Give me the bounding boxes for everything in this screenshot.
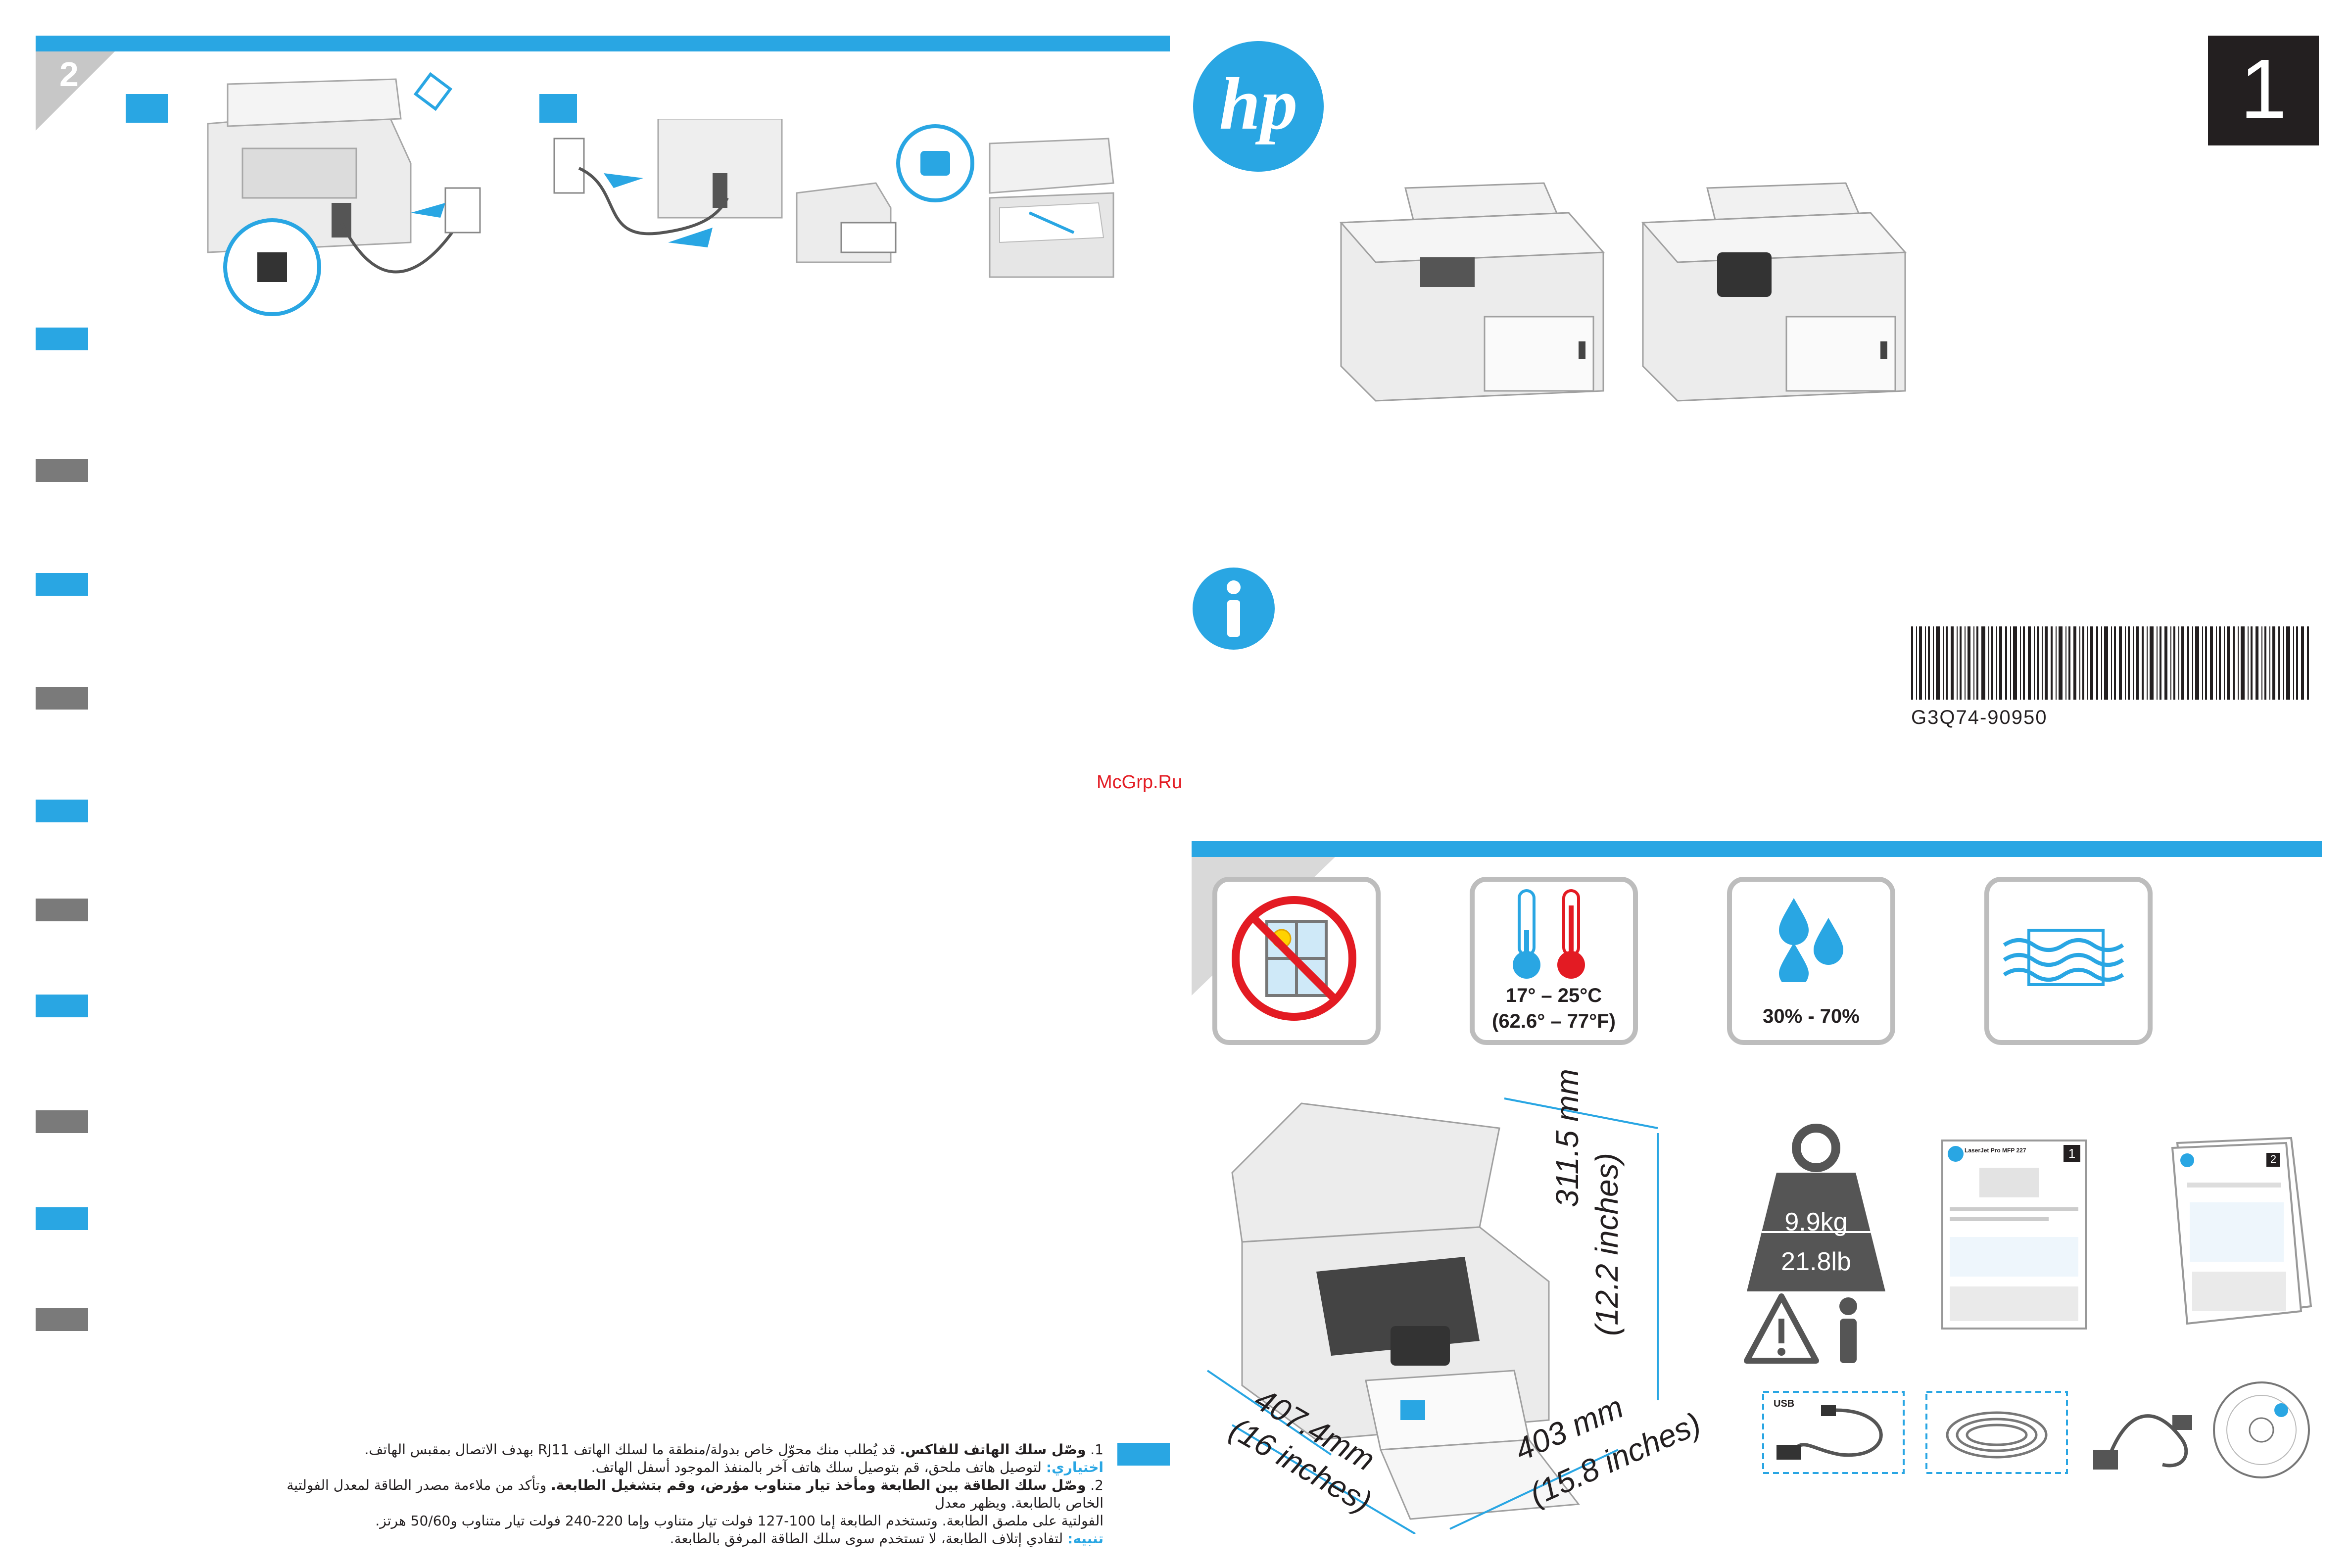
arabic-item-2: 2. وصّل سلك الطاقة بين الطابعة ومأخذ تيا… [287, 1477, 1104, 1511]
arabic-instructions: 1. وصّل سلك الهاتف للفاكس. قد يُطلب منك … [277, 1441, 1104, 1548]
step-number-box [2208, 36, 2319, 145]
weight-lb: 21.8lb [1781, 1247, 1851, 1276]
step-number: 1 [2240, 42, 2287, 136]
ventilation-icon [2003, 929, 2124, 986]
watermark: McGrp.Ru [1097, 772, 1183, 793]
lang-tab-8 [36, 1110, 88, 1133]
phone-cord-icon [1925, 1391, 2068, 1474]
lang-tab-9 [36, 1207, 88, 1230]
lang-tab-4 [36, 687, 88, 710]
arabic-caution: تنبيه: لتفادي إتلاف الطابعة، لا تستخدم س… [670, 1530, 1104, 1547]
fold-corner-left: 2 [36, 51, 115, 131]
svg-text:hp: hp [1219, 63, 1297, 145]
temperature-fahrenheit: (62.6° – 77°F) [1492, 1010, 1616, 1032]
lang-tab-arabic [1117, 1443, 1170, 1466]
lang-tab-7 [36, 995, 88, 1017]
panel-humidity [1727, 877, 1895, 1045]
printer-lcd-model [1339, 182, 1605, 402]
step-tab-fax [126, 94, 168, 123]
arabic-item-1: 1. وصّل سلك الهاتف للفاكس. قد يُطلب منك … [364, 1441, 1104, 1458]
lang-tab-6 [36, 899, 88, 921]
usb-label: USB [1774, 1398, 1795, 1409]
weight-icon [1747, 1124, 1885, 1291]
lang-tab-2 [36, 459, 88, 482]
step-tab-power [539, 94, 577, 123]
environment-blue-bar [1192, 841, 2322, 857]
barcode [1911, 626, 2309, 700]
lang-tab-5 [36, 800, 88, 822]
fax-cord-illustration [207, 72, 481, 316]
dimension-height-inches: (12.2 inches) [1589, 1153, 1625, 1336]
humidity-drops-icon [1779, 898, 1843, 982]
dimension-height: 311.5 mm [1549, 1069, 1585, 1207]
lang-tab-1 [36, 328, 88, 350]
lang-tab-10 [36, 1308, 88, 1331]
temperature-celsius: 17° – 25°C [1505, 985, 1602, 1006]
hp-logo: hp [1193, 41, 1324, 172]
manual-step-number: 2 [2270, 1153, 2277, 1165]
getting-started-guide-icon [1941, 1140, 2087, 1330]
guide-step-number: 1 [2068, 1146, 2076, 1161]
printer-touch-model [1641, 182, 1907, 402]
power-on-illustration [796, 124, 1114, 278]
svg-text:2: 2 [59, 55, 79, 94]
arabic-optional: اختياري: لتوصيل هاتف ملحق، قم بتوصيل سلك… [591, 1459, 1104, 1475]
panel-ventilation [1984, 877, 2153, 1045]
warning-person-icon [1744, 1293, 1857, 1364]
arabic-item-2-line2: الفولتية على ملصق الطابعة. وتستخدم الطاب… [375, 1513, 1104, 1529]
weight-kg: 9.9kg [1784, 1208, 1848, 1236]
lang-tab-3 [36, 573, 88, 596]
thermometer-icon [1513, 889, 1585, 979]
info-icon [1193, 568, 1275, 650]
guide-title: LaserJet Pro MFP 227 [1965, 1147, 2026, 1154]
humidity-range: 30% - 70% [1763, 1005, 1860, 1027]
top-left-blue-bar [36, 36, 1170, 51]
printer-open-lid-illustration [1206, 1097, 1659, 1534]
panel-temperature [1470, 877, 1638, 1045]
power-cord-illustration [553, 119, 783, 247]
software-cd-icon [2213, 1381, 2310, 1478]
power-cord-icon [2093, 1414, 2192, 1470]
no-sunlight-icon [1232, 896, 1356, 1021]
usb-cable-icon [1762, 1391, 1905, 1474]
manual-booklet-icon [2171, 1137, 2312, 1325]
part-number: G3Q74-90950 [1911, 707, 2048, 728]
